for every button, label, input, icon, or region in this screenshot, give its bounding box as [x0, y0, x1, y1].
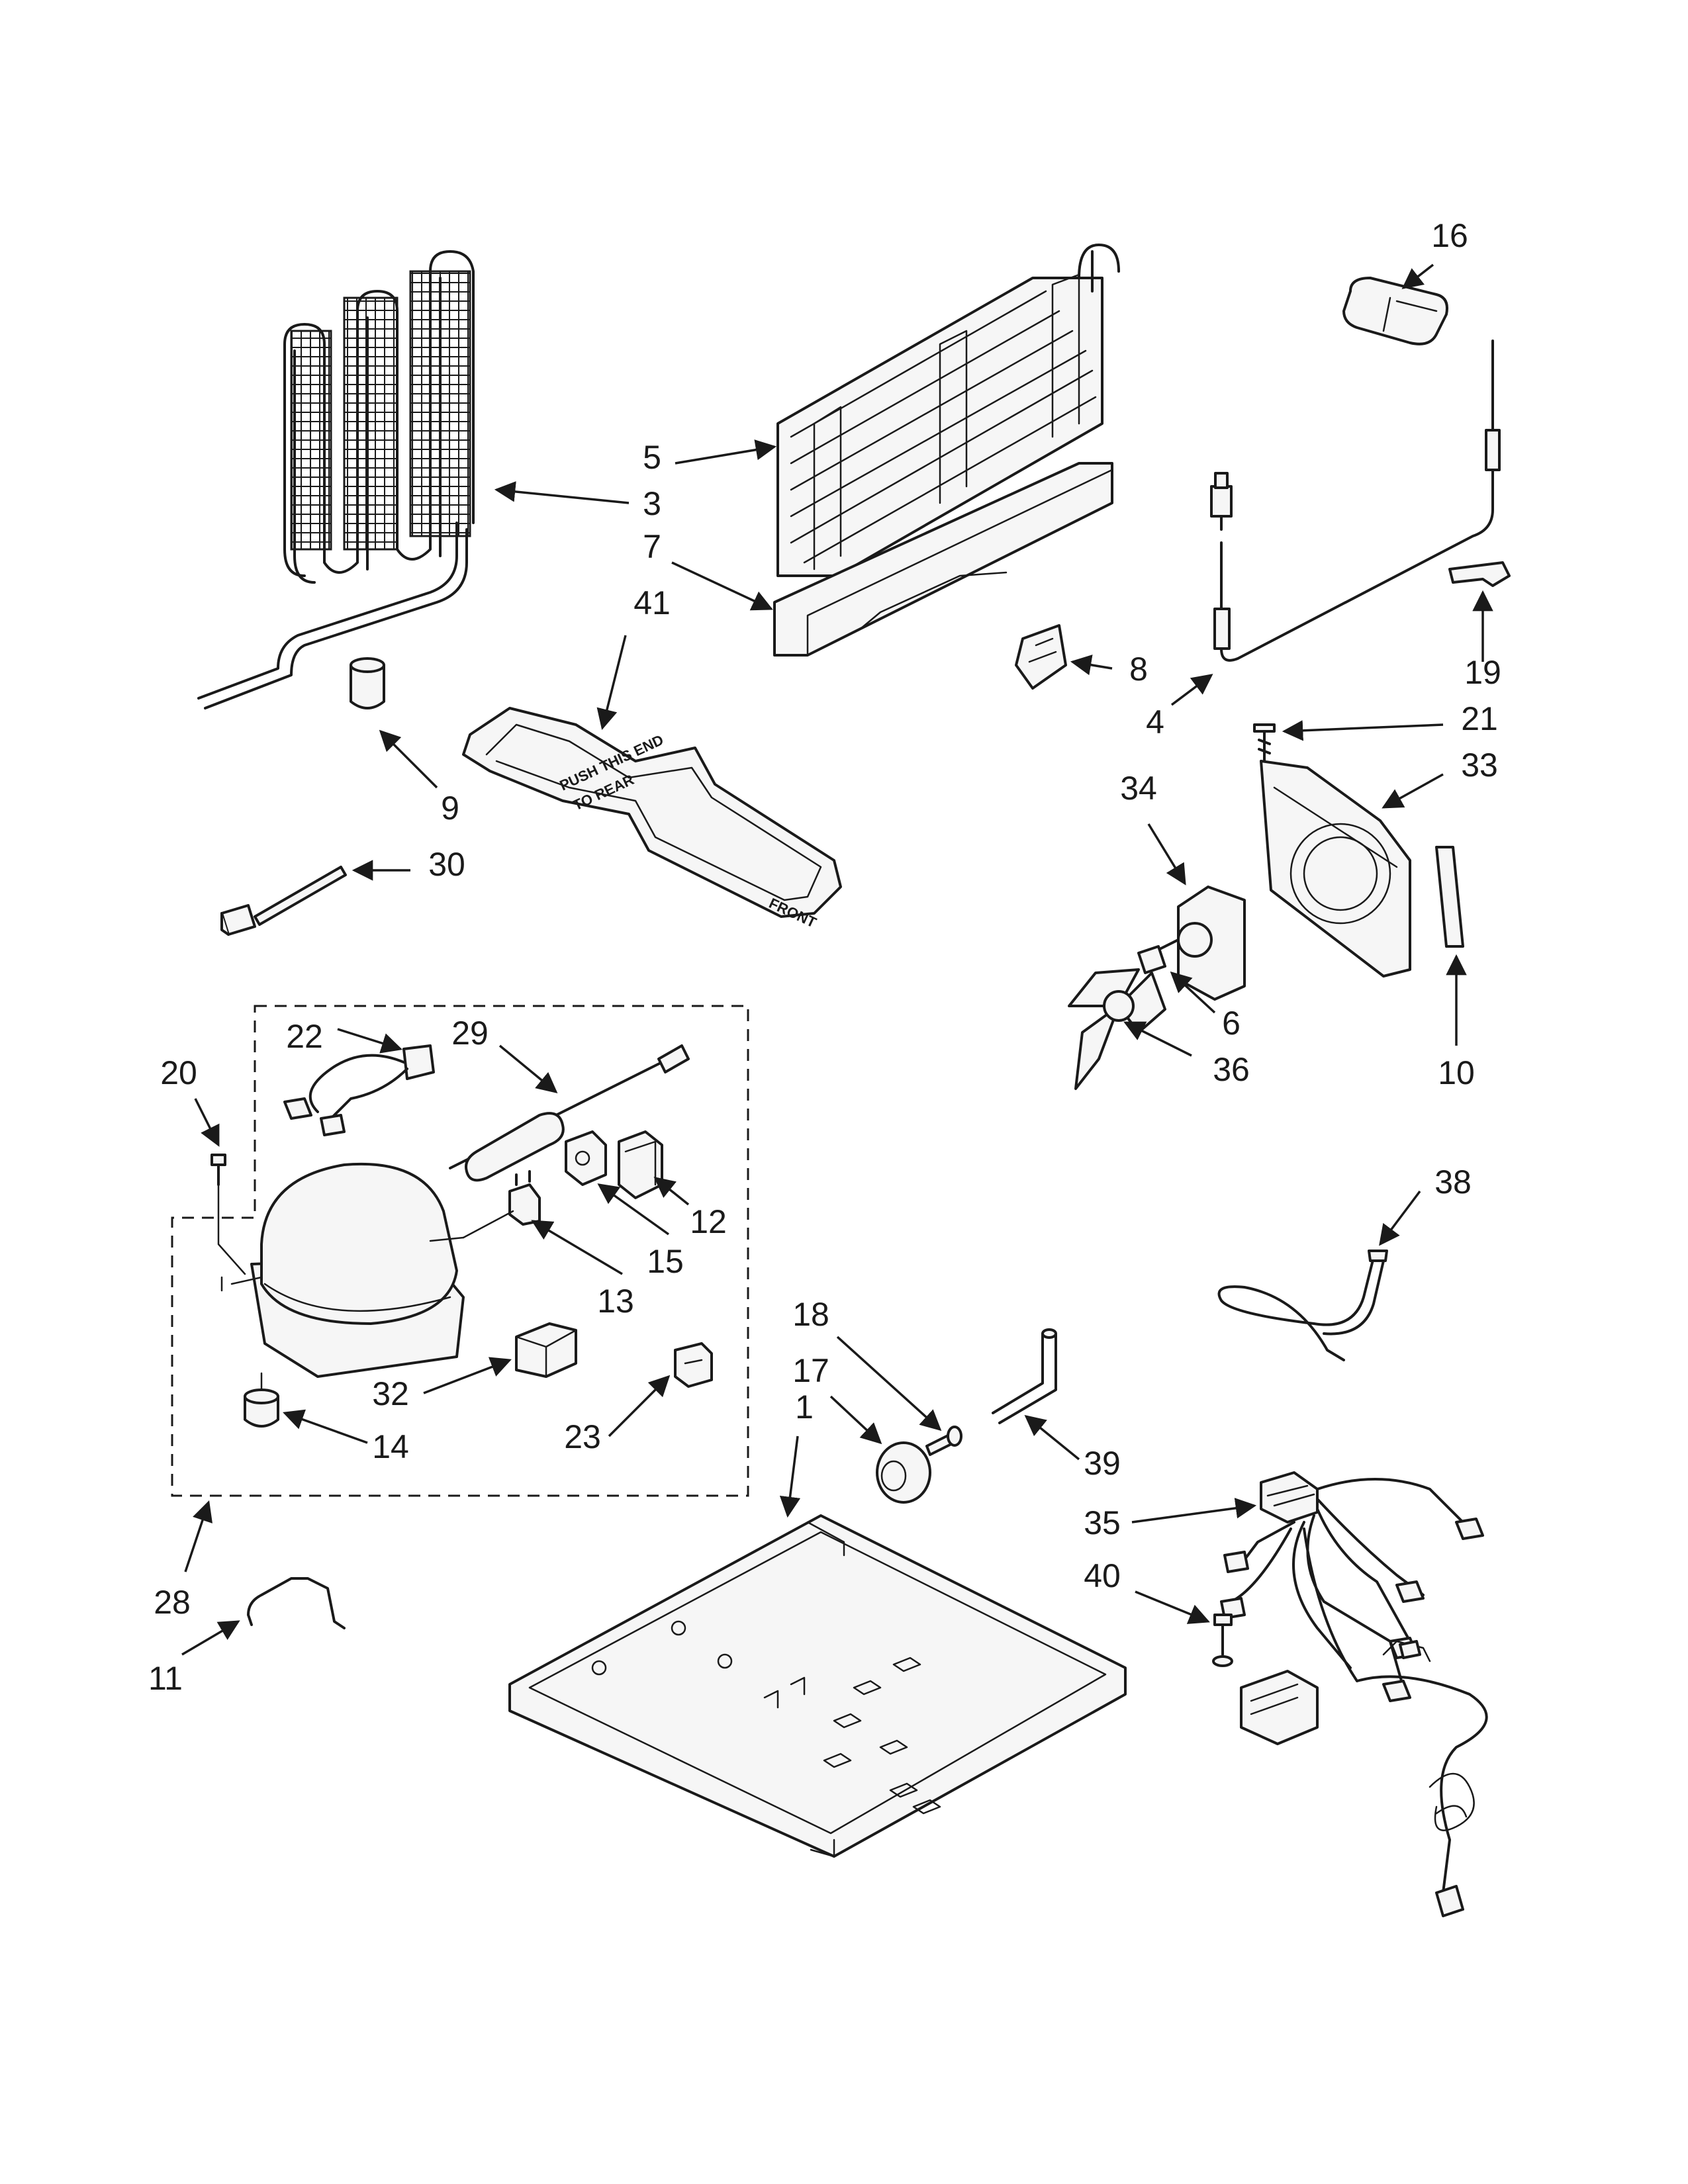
- small-cylinder-part: [350, 657, 385, 709]
- compressor-screw: [211, 1154, 246, 1275]
- compressor-grommet: [244, 1372, 279, 1428]
- strip-gasket: [1435, 846, 1464, 948]
- wire-clip: [1448, 561, 1511, 587]
- callout-29: 29: [451, 1015, 489, 1052]
- callout-36: 36: [1213, 1051, 1250, 1088]
- condenser-coil: [197, 250, 475, 709]
- evaporator-coil: [776, 244, 1120, 577]
- fan-shroud: [1260, 760, 1411, 978]
- callout-33: 33: [1461, 747, 1498, 784]
- fan-screw: [1253, 723, 1276, 762]
- callout-41: 41: [633, 584, 671, 621]
- cover-cap: [1342, 277, 1448, 345]
- fan-blade: [1068, 968, 1166, 1090]
- callout-11: 11: [148, 1660, 183, 1697]
- callout-20: 20: [160, 1054, 197, 1091]
- callout-15: 15: [647, 1243, 684, 1280]
- callout-8: 8: [1129, 651, 1148, 688]
- callout-30: 30: [428, 846, 465, 883]
- fan-nut: [1137, 945, 1166, 974]
- callout-10: 10: [1438, 1054, 1475, 1091]
- part-callouts: 3 5 7 41 9 30 8 4 16 19 21 33 34 6 36 10…: [148, 217, 1501, 1697]
- sensor-wire: [1210, 340, 1501, 662]
- callout-34: 34: [1120, 770, 1157, 807]
- axle-pin: [925, 1426, 962, 1456]
- clip-bracket: [1015, 624, 1067, 690]
- callout-39: 39: [1084, 1445, 1121, 1482]
- relay-cover: [618, 1130, 663, 1199]
- callout-18: 18: [792, 1296, 829, 1333]
- callout-28: 28: [154, 1584, 191, 1621]
- start-relay: [674, 1342, 713, 1388]
- drain-tray: PUSH THIS END TO REAR FRONT: [462, 707, 842, 931]
- callout-38: 38: [1434, 1163, 1472, 1201]
- callout-23: 23: [564, 1418, 601, 1455]
- start-capacitor: [515, 1322, 577, 1378]
- ground-screw: [1212, 1614, 1233, 1667]
- callout-40: 40: [1084, 1557, 1121, 1594]
- callout-5: 5: [643, 439, 661, 476]
- callout-3: 3: [643, 485, 661, 522]
- roller-wheel: [876, 1441, 931, 1504]
- cable-tie: [220, 866, 347, 936]
- drain-trough: [773, 462, 1113, 657]
- wire-bracket: [247, 1577, 346, 1629]
- callout-12: 12: [690, 1203, 727, 1240]
- callout-32: 32: [372, 1375, 409, 1412]
- fan-motor: [1144, 886, 1246, 1001]
- compressor-wire-harness: [283, 1044, 435, 1136]
- bent-tube: [992, 1328, 1057, 1424]
- leader-lines: [181, 263, 1493, 1656]
- callout-4: 4: [1146, 704, 1164, 741]
- callout-17: 17: [792, 1352, 829, 1389]
- water-hose: [1217, 1250, 1388, 1361]
- callout-9: 9: [441, 790, 459, 827]
- filter-drier: [449, 1044, 690, 1182]
- callout-21: 21: [1461, 700, 1498, 737]
- callout-16: 16: [1431, 217, 1468, 254]
- callout-19: 19: [1464, 654, 1501, 691]
- compressor: [220, 1162, 465, 1378]
- callout-1: 1: [795, 1388, 814, 1426]
- callout-13: 13: [597, 1283, 634, 1320]
- callout-6: 6: [1222, 1005, 1241, 1042]
- callout-22: 22: [286, 1018, 323, 1055]
- callout-14: 14: [372, 1428, 409, 1465]
- callout-7: 7: [643, 528, 661, 565]
- compressor-kit-outline: [171, 1005, 749, 1497]
- overload-relay: [565, 1130, 607, 1186]
- base-frame: [508, 1514, 1127, 1858]
- callout-35: 35: [1084, 1504, 1121, 1541]
- main-wire-harness: [1220, 1471, 1488, 1917]
